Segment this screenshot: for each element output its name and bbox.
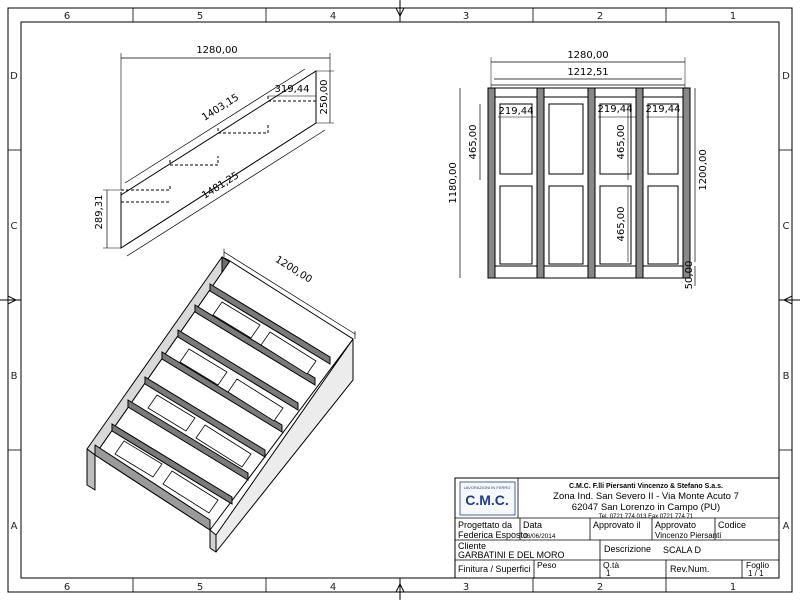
row-label: D bbox=[782, 71, 790, 82]
company-phone: Tel. 0721 774 013 Fax 0721 774 71 bbox=[599, 514, 694, 520]
client-value: GARBATINI E DEL MORO bbox=[458, 550, 565, 560]
finish-label: Finitura / Superfici bbox=[458, 564, 531, 574]
col-label: 1 bbox=[730, 582, 736, 593]
sheet-label: Foglio bbox=[746, 560, 769, 570]
description-value: SCALA D bbox=[663, 545, 702, 555]
front-view: 1280,00 1212,51 219,44 219,44 219,44 465… bbox=[448, 50, 709, 289]
row-label: A bbox=[11, 521, 18, 532]
col-label: 6 bbox=[64, 582, 70, 593]
row-label: C bbox=[783, 221, 790, 232]
dim-front-overall: 1280,00 bbox=[567, 50, 608, 61]
logo-tagline: LAVORAZIONI IN FERRO bbox=[464, 485, 511, 490]
col-label: 4 bbox=[330, 582, 336, 593]
weight-label: Peso bbox=[537, 560, 557, 570]
col-label: 3 bbox=[463, 582, 469, 593]
sheet-value: 1 / 1 bbox=[748, 569, 764, 578]
dim-bottom-slope: 1481,25 bbox=[200, 170, 241, 201]
approved-by-value: Vincenzo Piersanti bbox=[655, 531, 721, 540]
panels bbox=[499, 103, 679, 265]
qty-label: Q.tà bbox=[603, 560, 619, 570]
designed-by-label: Progettato da bbox=[458, 520, 512, 530]
company-name: C.M.C. F.lli Piersanti Vincenzo & Stefan… bbox=[569, 483, 723, 490]
stringer-outline bbox=[120, 70, 317, 249]
dim-step-run: 319,44 bbox=[275, 84, 310, 95]
col-label: 5 bbox=[197, 582, 203, 593]
tread-openings bbox=[114, 301, 317, 514]
row-label: C bbox=[11, 221, 18, 232]
approved-by-label: Approvato bbox=[655, 520, 696, 530]
logo-text: C.M.C. bbox=[465, 492, 509, 508]
iso-view: 1200,00 bbox=[86, 249, 356, 553]
dim-panel-height: 465,00 bbox=[468, 125, 479, 160]
col-label: 1 bbox=[730, 11, 736, 22]
dim-step-rise: 250,00 bbox=[319, 80, 330, 115]
col-label: 5 bbox=[197, 11, 203, 22]
row-labels: D C B A D C B A bbox=[10, 71, 790, 532]
dim-tread-width: 219,44 bbox=[499, 106, 534, 117]
posts bbox=[487, 87, 691, 279]
col-label: 2 bbox=[597, 582, 603, 593]
dim-tread-width: 219,44 bbox=[598, 104, 633, 115]
date-label: Data bbox=[523, 520, 542, 530]
tread-heads bbox=[494, 87, 684, 98]
col-label: 3 bbox=[463, 11, 469, 22]
side-view: 1280,00 1403,15 319,44 250,00 1481,25 28… bbox=[94, 45, 334, 257]
code-label: Codice bbox=[718, 520, 746, 530]
dim-overall-run: 1280,00 bbox=[196, 45, 237, 56]
dim-height-left: 1180,00 bbox=[448, 162, 459, 203]
designed-by-value: Federica Esposto bbox=[458, 530, 528, 540]
title-block: LAVORAZIONI IN FERRO C.M.C. C.M.C. F.lli… bbox=[454, 477, 780, 579]
base-steps bbox=[494, 265, 684, 279]
dim-front-inner: 1212,51 bbox=[567, 67, 608, 78]
approved-date-label: Approvato il bbox=[593, 520, 641, 530]
column-labels-top: 6 5 4 3 2 1 bbox=[64, 11, 736, 22]
dim-iso-width: 1200,00 bbox=[273, 254, 314, 285]
dim-left-height: 289,31 bbox=[94, 195, 105, 230]
company-logo: LAVORAZIONI IN FERRO C.M.C. bbox=[459, 481, 516, 516]
col-label: 4 bbox=[330, 11, 336, 22]
col-label: 2 bbox=[597, 11, 603, 22]
dim-base: 50,00 bbox=[684, 261, 695, 290]
dim-height-right: 1200,00 bbox=[698, 149, 709, 190]
company-city: 62047 San Lorenzo in Campo (PU) bbox=[572, 502, 720, 513]
dim-panel-height: 465,00 bbox=[616, 125, 627, 160]
rev-label: Rev.Num. bbox=[670, 564, 709, 574]
row-label: A bbox=[783, 521, 790, 532]
row-label: B bbox=[11, 371, 18, 382]
dim-slope-length: 1403,15 bbox=[200, 92, 241, 123]
row-label: B bbox=[783, 371, 790, 382]
col-label: 6 bbox=[64, 11, 70, 22]
dim-panel-height: 465,00 bbox=[616, 207, 627, 242]
client-label: Cliente bbox=[458, 541, 486, 551]
qty-value: 1 bbox=[606, 569, 611, 578]
company-address: Zona Ind. San Severo II - Via Monte Acut… bbox=[553, 491, 739, 502]
dim-tread-width: 219,44 bbox=[646, 104, 681, 115]
date-value: 06/06/2014 bbox=[523, 533, 556, 540]
description-label: Descrizione bbox=[604, 544, 651, 554]
zone-ticks bbox=[8, 8, 792, 592]
column-labels-bottom: 6 5 4 3 2 1 bbox=[64, 582, 736, 593]
row-label: D bbox=[10, 71, 18, 82]
treads bbox=[111, 283, 331, 505]
